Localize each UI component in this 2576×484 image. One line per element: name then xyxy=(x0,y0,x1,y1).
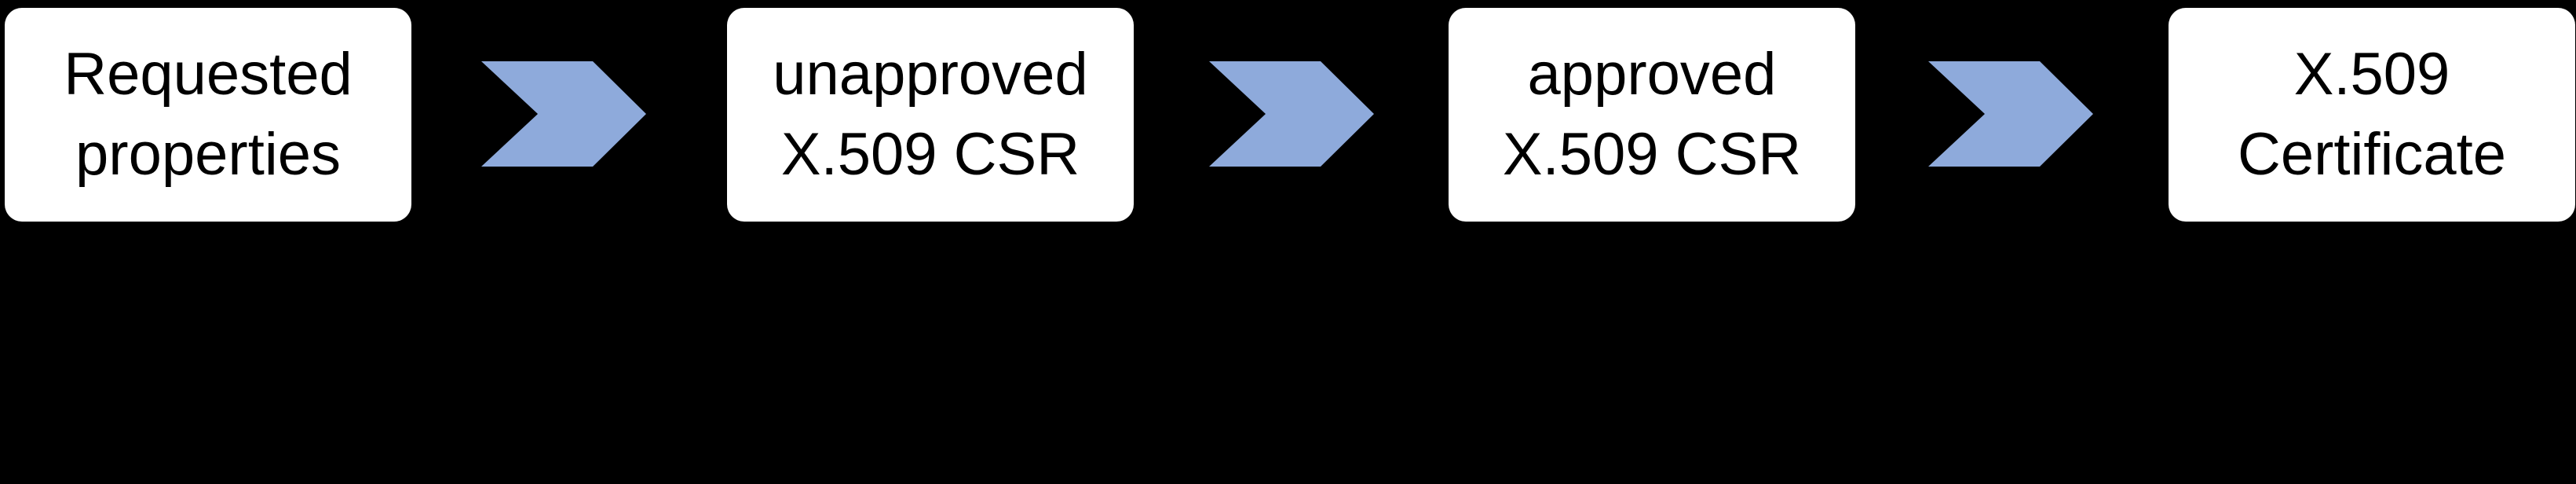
step-label-line-2: properties xyxy=(75,121,341,188)
chevron-arrow-shape xyxy=(1209,61,1374,167)
step-box-approved-x509-csr: approved X.509 CSR xyxy=(1449,8,1855,222)
step-label-line-1: Requested xyxy=(64,41,353,108)
step-label-line-2: Certificate xyxy=(2237,121,2507,188)
step-label-line-1: approved xyxy=(1527,41,1777,108)
step-label-line-1: X.509 xyxy=(2293,41,2450,108)
step-box-unapproved-x509-csr: unapproved X.509 CSR xyxy=(727,8,1134,222)
step-box-requested-properties: Requested properties xyxy=(5,8,411,222)
chevron-arrow-icon xyxy=(481,61,646,167)
chevron-arrow-shape xyxy=(1928,61,2093,167)
step-label-line-2: X.509 CSR xyxy=(780,121,1080,188)
step-label-line-1: unapproved xyxy=(773,41,1088,108)
step-label-line-2: X.509 CSR xyxy=(1502,121,1802,188)
chevron-arrow-icon xyxy=(1928,61,2093,167)
step-box-x509-certificate: X.509 Certificate xyxy=(2169,8,2575,222)
chevron-arrow-shape xyxy=(481,61,646,167)
chevron-arrow-icon xyxy=(1209,61,1374,167)
